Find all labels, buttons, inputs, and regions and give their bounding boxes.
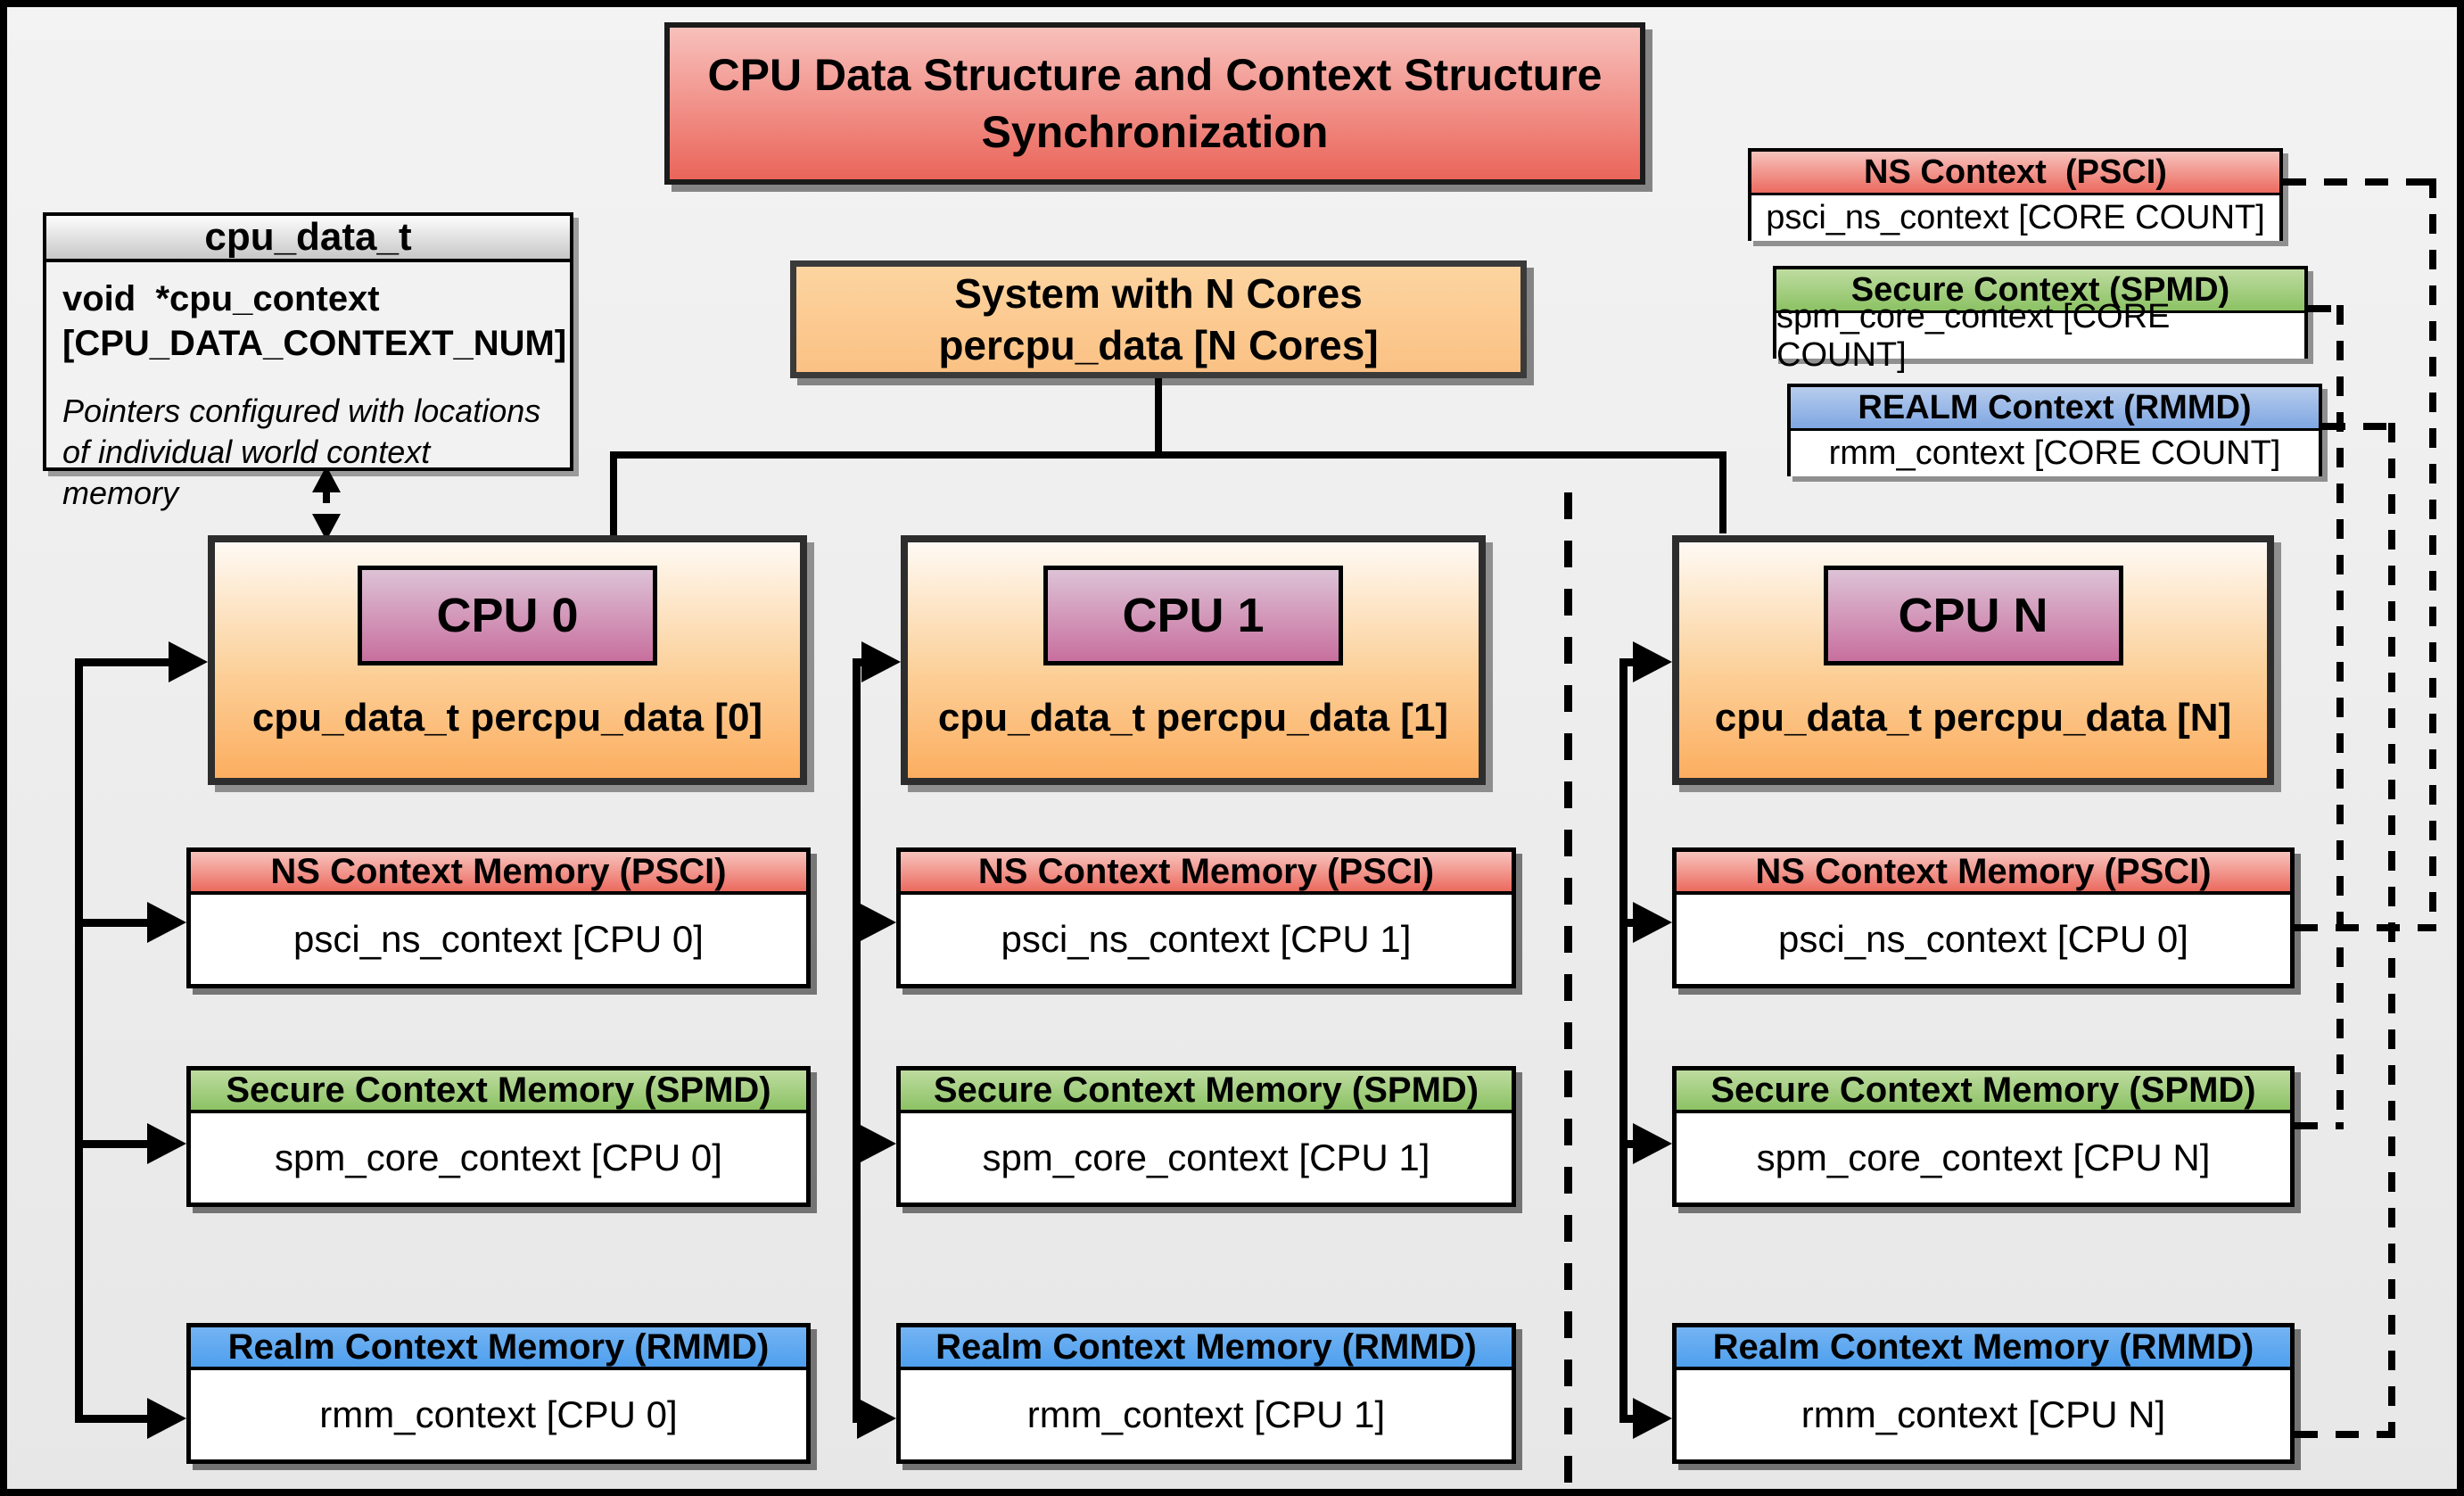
cpu-data-t-note: Pointers configured with locations of in… — [62, 391, 554, 514]
arrow-right-icon — [861, 641, 901, 682]
cpun-ns-memory-body: psci_ns_context [CPU 0] — [1677, 895, 2290, 984]
legend-secure-dash-vertical — [2336, 305, 2344, 1129]
cpu1-ns-memory-box: NS Context Memory (PSCI) psci_ns_context… — [896, 847, 1516, 988]
arrow-right-icon — [1633, 1123, 1672, 1164]
cpun-pointer-bus-line — [1619, 658, 1628, 1422]
cpun-secure-memory-body: spm_core_context [CPU N] — [1677, 1113, 2290, 1203]
cpu-data-t-field-1: void *cpu_context — [62, 279, 380, 318]
cpu1-arrow-shaft — [853, 658, 865, 666]
cpu0-caption: cpu_data_t percpu_data [0] — [251, 696, 763, 740]
cpu0-realm-memory-header: Realm Context Memory (RMMD) — [191, 1327, 806, 1370]
legend-realm-box: REALM Context (RMMD) rmm_context [CORE C… — [1787, 384, 2322, 476]
cpu1-box: CPU 1 cpu_data_t percpu_data [1] — [901, 535, 1486, 785]
cpu0-box: CPU 0 cpu_data_t percpu_data [0] — [208, 535, 807, 785]
legend-secure-body: spm_core_context [CORE COUNT] — [1776, 298, 2304, 374]
legend-secure-dash-bottom — [2295, 1122, 2344, 1129]
cpu0-realm-arrow-shaft — [75, 1415, 150, 1423]
column-separator-dashed-line — [1564, 492, 1572, 1483]
cpu0-secure-memory-body: spm_core_context [CPU 0] — [191, 1113, 806, 1203]
cpu0-ns-memory-box: NS Context Memory (PSCI) psci_ns_context… — [186, 847, 811, 988]
system-box: System with N Cores percpu_data [N Cores… — [790, 260, 1527, 378]
bus-drop-cpu0-line — [610, 451, 617, 537]
title-box: CPU Data Structure and Context Structure… — [664, 22, 1645, 185]
cpu1-pointer-bus-line — [853, 658, 861, 1422]
cpu1-caption: cpu_data_t percpu_data [1] — [937, 696, 1449, 740]
cpu1-ns-memory-header: NS Context Memory (PSCI) — [901, 852, 1512, 895]
legend-realm-dash-vertical — [2388, 423, 2395, 1438]
cpun-ns-memory-header: NS Context Memory (PSCI) — [1677, 852, 2290, 895]
legend-secure-header: Secure Context (SPMD) — [1776, 269, 2304, 313]
legend-ns-box: NS Context (PSCI) psci_ns_context [CORE … — [1748, 148, 2283, 241]
cpun-secure-memory-box: Secure Context Memory (SPMD) spm_core_co… — [1672, 1066, 2295, 1207]
cpu-data-t-box: cpu_data_t void *cpu_context [CPU_DATA_C… — [43, 212, 573, 511]
cpun-realm-memory-body: rmm_context [CPU N] — [1677, 1370, 2290, 1459]
cpu0-secure-memory-box: Secure Context Memory (SPMD) spm_core_co… — [186, 1066, 811, 1207]
arrow-right-icon — [1633, 641, 1672, 682]
arrow-right-icon — [1633, 902, 1672, 943]
arrow-right-icon — [147, 902, 186, 943]
cpun-realm-arrow-shaft — [1619, 1415, 1636, 1423]
arrow-right-icon — [147, 1398, 186, 1439]
legend-realm-header: REALM Context (RMMD) — [1791, 387, 2319, 431]
cpun-realm-memory-box: Realm Context Memory (RMMD) rmm_context … — [1672, 1323, 2295, 1464]
cpu1-secure-memory-header: Secure Context Memory (SPMD) — [901, 1070, 1512, 1113]
cpu0-ns-arrow-shaft — [75, 919, 150, 927]
arrow-right-icon — [857, 902, 896, 943]
legend-secure-box: Secure Context (SPMD) spm_core_context [… — [1773, 266, 2308, 374]
cpu-data-t-body: void *cpu_context [CPU_DATA_CONTEXT_NUM]… — [46, 262, 570, 514]
cpu1-realm-memory-header: Realm Context Memory (RMMD) — [901, 1327, 1512, 1370]
cpu1-label-box: CPU 1 — [1043, 566, 1343, 665]
system-line-1: System with N Cores — [954, 270, 1363, 317]
legend-ns-header: NS Context (PSCI) — [1751, 152, 2279, 195]
system-line-2: percpu_data [N Cores] — [938, 322, 1379, 368]
system-bus-line — [610, 451, 1726, 459]
cpu0-secure-memory-header: Secure Context Memory (SPMD) — [191, 1070, 806, 1113]
bus-drop-cpun-line — [1719, 451, 1726, 533]
cpun-realm-memory-header: Realm Context Memory (RMMD) — [1677, 1327, 2290, 1370]
legend-ns-dash-vertical — [2429, 178, 2436, 931]
arrow-right-icon — [169, 641, 208, 682]
title-line-1: CPU Data Structure and Context Structure — [707, 50, 1603, 100]
arrow-right-icon — [857, 1123, 896, 1164]
arrow-right-icon — [1633, 1398, 1672, 1439]
legend-ns-dash-top — [2283, 178, 2436, 186]
cpun-secure-arrow-shaft — [1619, 1140, 1636, 1148]
cpu0-pointer-bus-line — [75, 658, 83, 1422]
title-line-2: Synchronization — [981, 107, 1329, 157]
cpu1-secure-memory-body: spm_core_context [CPU 1] — [901, 1113, 1512, 1203]
legend-secure-dash-top — [2308, 305, 2347, 312]
cpu1-secure-memory-box: Secure Context Memory (SPMD) spm_core_co… — [896, 1066, 1516, 1207]
cpu-data-t-field-2: [CPU_DATA_CONTEXT_NUM] — [62, 324, 567, 363]
cpun-arrow-shaft — [1619, 658, 1636, 666]
cpu0-realm-memory-body: rmm_context [CPU 0] — [191, 1370, 806, 1459]
arrow-right-icon — [147, 1123, 186, 1164]
cpun-box: CPU N cpu_data_t percpu_data [N] — [1672, 535, 2274, 785]
cpun-ns-memory-box: NS Context Memory (PSCI) psci_ns_context… — [1672, 847, 2295, 988]
arrow-right-icon — [857, 1398, 896, 1439]
legend-realm-body: rmm_context [CORE COUNT] — [1791, 431, 2319, 476]
system-drop-line — [1155, 378, 1162, 459]
cpu0-label-box: CPU 0 — [358, 566, 657, 665]
cpu-data-t-link-dashed-line — [323, 491, 330, 517]
cpu1-realm-memory-box: Realm Context Memory (RMMD) rmm_context … — [896, 1323, 1516, 1464]
legend-ns-body: psci_ns_context [CORE COUNT] — [1751, 195, 2279, 241]
legend-ns-dash-bottom — [2295, 924, 2436, 931]
legend-realm-dash-top — [2322, 423, 2399, 430]
cpu-data-t-note-1: Pointers configured with locations — [62, 393, 541, 429]
legend-realm-dash-bottom — [2295, 1431, 2395, 1438]
cpun-caption: cpu_data_t percpu_data [N] — [1714, 696, 2232, 740]
cpu-data-t-note-2: of individual world context memory — [62, 434, 431, 511]
cpun-secure-memory-header: Secure Context Memory (SPMD) — [1677, 1070, 2290, 1113]
cpu0-realm-memory-box: Realm Context Memory (RMMD) rmm_context … — [186, 1323, 811, 1464]
cpun-ns-arrow-shaft — [1619, 919, 1636, 927]
cpu0-ns-memory-header: NS Context Memory (PSCI) — [191, 852, 806, 895]
cpu1-ns-memory-body: psci_ns_context [CPU 1] — [901, 895, 1512, 984]
cpu0-arrow-shaft — [75, 658, 171, 666]
cpun-label-box: CPU N — [1823, 566, 2123, 665]
cpu1-realm-memory-body: rmm_context [CPU 1] — [901, 1370, 1512, 1459]
cpu-data-t-header: cpu_data_t — [46, 215, 570, 262]
cpu0-ns-memory-body: psci_ns_context [CPU 0] — [191, 895, 806, 984]
cpu0-secure-arrow-shaft — [75, 1140, 150, 1148]
